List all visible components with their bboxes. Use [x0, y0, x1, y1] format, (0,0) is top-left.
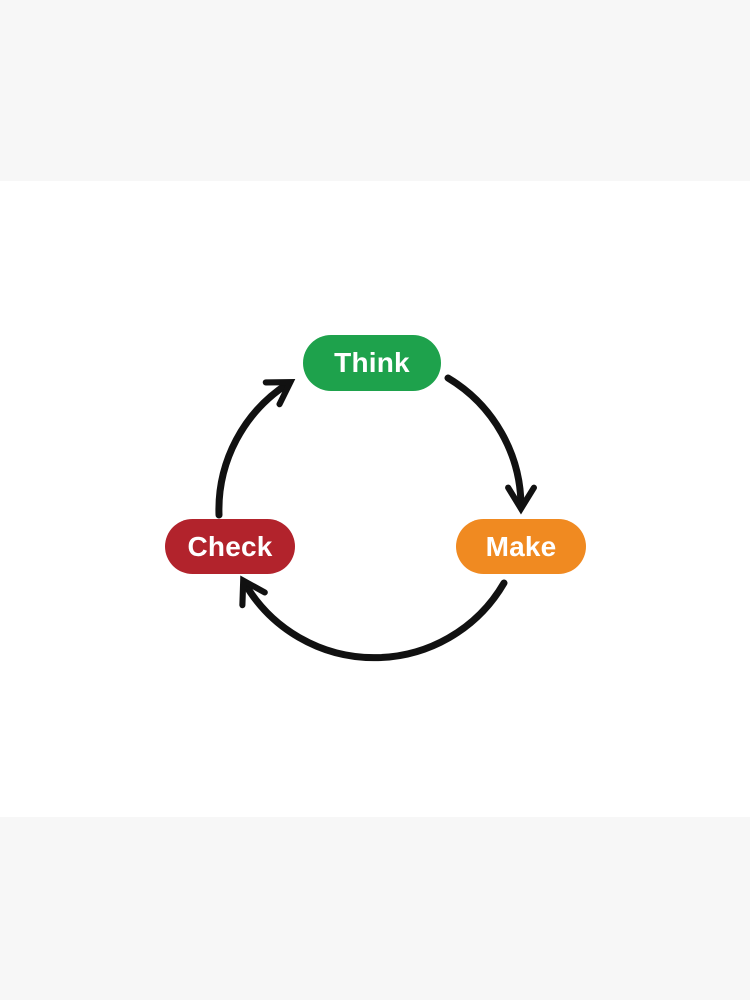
bottom-matte — [0, 817, 750, 1000]
node-check-label: Check — [187, 530, 273, 562]
top-matte — [0, 0, 750, 181]
node-think: Think — [303, 335, 441, 391]
diagram-canvas — [0, 181, 750, 817]
node-think-label: Think — [334, 347, 410, 378]
node-make-label: Make — [485, 530, 557, 562]
node-check: Check — [165, 519, 295, 574]
node-make: Make — [456, 519, 586, 574]
